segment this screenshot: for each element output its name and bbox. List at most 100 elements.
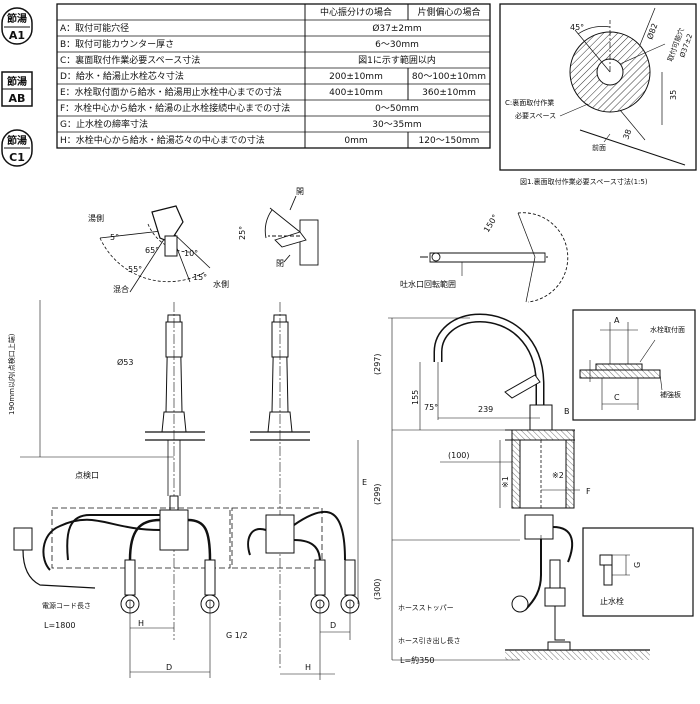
power-cord-length: L=1800	[44, 621, 76, 630]
mounting-surface-label: 水栓取付面	[650, 325, 685, 334]
table-row-center: 200±10mm	[329, 72, 383, 82]
badge-bottom-text: C1	[9, 151, 25, 164]
reinforcement-plate-label: 補強板	[660, 390, 681, 399]
table-row-label: F：水栓中心から給水・給湯の止水栓接続中心までの寸法	[60, 102, 290, 114]
spout-rotation-diagram	[420, 212, 569, 303]
dim-299-label: (299)	[373, 483, 382, 505]
badge-bottom-text: A1	[9, 29, 25, 42]
detail-dim-c: C	[614, 393, 620, 402]
hose-length-label: ホース引き出し長さ	[398, 636, 461, 645]
dim-b-label: B	[564, 407, 570, 416]
mounting-detail-labels: A C 水栓取付面 補強板	[614, 316, 685, 402]
side-dim-e: E	[362, 478, 367, 487]
dim-155-label: 155	[411, 390, 420, 405]
fig1-note-line1: C:裏面取付作業	[505, 98, 554, 107]
inspection-port-label: 点検口	[75, 470, 99, 480]
spout-angle-label: 150°	[482, 213, 500, 234]
dim-f-label: F	[586, 487, 591, 496]
table-row-center: Ø37±2mm	[372, 23, 421, 34]
front-view-faucet	[13, 300, 231, 678]
lever-mix-label: 混合	[113, 284, 129, 294]
power-cord-label: 電源コード長さ	[42, 601, 91, 610]
open-close-labels: 開 閉 25°	[238, 187, 304, 268]
lever-angle-diagram	[99, 205, 211, 293]
badge-top-text: 節湯	[7, 134, 27, 147]
badge-top-text: 節湯	[7, 12, 27, 25]
hose-length-value: L=約350	[400, 655, 434, 665]
stopcock-detail	[582, 527, 694, 617]
table-header-side: 片側偏心の場合	[417, 6, 480, 18]
front-dim-d: D	[166, 663, 172, 672]
spec-table	[56, 3, 491, 149]
lever-angle-labels: 湯側 5° 65° 55° 10° 15° 混合 水側	[88, 213, 229, 294]
stopcock-labels: G 止水栓	[600, 562, 642, 606]
fig1-angle-label: 45°	[570, 23, 584, 32]
lever-angle-5: 5°	[110, 233, 119, 242]
lever-hot-label: 湯側	[88, 213, 104, 223]
section-view-labels: (297) 155 75° 239 B (100) (299) ※1 ※2 F …	[373, 353, 591, 665]
figure-1-mounting-space: 45° Ø82 取付可能穴 Ø37±2 35 38 C:裏面取付作業 必要スペー…	[499, 3, 697, 171]
badge-setsuyu-c1: 節湯 C1	[1, 129, 33, 167]
height-limit-label: 190mm以内(点検口上端)	[7, 333, 16, 415]
open-label: 開	[296, 187, 304, 196]
angle-75-label: 75°	[424, 403, 438, 412]
badge-setsuyu-a1: 節湯 A1	[1, 7, 33, 45]
table-row-center: 6〜30mm	[375, 40, 419, 50]
fig1-dim35-label: 35	[669, 90, 678, 100]
dim-100-label: (100)	[448, 451, 470, 460]
lever-cold-label: 水側	[213, 279, 229, 289]
table-row-center: 0〜50mm	[375, 104, 419, 114]
side-view-labels: E D H	[305, 478, 367, 672]
table-row-center: 30〜35mm	[372, 120, 421, 130]
lever-angle-15: 15°	[193, 273, 207, 282]
fig1-dia82-label: Ø82	[644, 22, 659, 41]
note-2-label: ※2	[552, 471, 564, 480]
lever-angle-10: 10°	[184, 249, 198, 258]
lever-angle-65: 65°	[145, 246, 159, 255]
table-row-side: 360±10mm	[422, 88, 476, 98]
stopcock-label: 止水栓	[600, 596, 624, 606]
badge-top-text: 節湯	[7, 75, 27, 88]
badge-setsuyu-ab: 節湯 AB	[1, 71, 33, 107]
table-row-center: 400±10mm	[329, 88, 383, 98]
detail-dim-a: A	[614, 316, 620, 325]
open-angle-label: 25°	[238, 226, 247, 240]
open-close-diagram	[264, 195, 319, 266]
fig1-caption: 図1.裏面取付作業必要スペース寸法(1:5)	[520, 177, 648, 186]
fig1-note-line2: 必要スペース	[515, 111, 556, 120]
side-dim-h: H	[305, 663, 311, 672]
table-row-label: A：取付可能穴径	[60, 22, 129, 34]
spout-rotation-label: 吐水口回転範囲	[400, 279, 456, 289]
close-label: 閉	[276, 259, 284, 268]
dim-300-label: (300)	[373, 578, 382, 600]
dim-297-label: (297)	[373, 353, 382, 375]
spec-table-text: 中心振分けの場合 片側偏心の場合 A：取付可能穴径 Ø37±2mm B：取付可能…	[60, 6, 486, 146]
side-dim-d: D	[330, 621, 336, 630]
table-row-side: 120〜150mm	[419, 136, 480, 146]
front-view-labels: 190mm以内(点検口上端) Ø53 点検口 電源コード長さ L=1800 H …	[7, 333, 248, 672]
dim-239-label: 239	[478, 405, 493, 414]
section-view-faucet	[388, 313, 650, 661]
table-row-label: G：止水栓の締率寸法	[60, 118, 148, 130]
fig1-dim38-label: 38	[621, 128, 633, 141]
lever-angle-55: 55°	[128, 265, 142, 274]
mounting-detail	[572, 309, 696, 421]
table-header-center: 中心振分けの場合	[320, 6, 392, 18]
front-dim-h: H	[138, 619, 144, 628]
table-row-label: E：水栓取付面から給水・給湯用止水栓中心までの寸法	[60, 86, 282, 98]
hose-stopper-label: ホースストッパー	[398, 604, 454, 612]
table-row-label: D：給水・給湯止水栓芯々寸法	[60, 70, 184, 82]
table-row-label: B：取付可能カウンター厚さ	[60, 38, 174, 50]
stopcock-dim-g: G	[633, 562, 642, 568]
note-1-label: ※1	[501, 476, 510, 488]
thread-size-label: G 1/2	[226, 631, 248, 640]
fig1-front-label: 前面	[592, 143, 606, 152]
badge-bottom-text: AB	[9, 92, 26, 105]
table-row-label: C：裏面取付作業必要スペース寸法	[60, 54, 200, 66]
table-row-center: 0mm	[344, 136, 367, 146]
table-row-label: H：水栓中心から給水・給湯芯々の中心までの寸法	[60, 134, 265, 146]
table-row-center: 図1に示す範囲以内	[358, 54, 436, 66]
diameter-53-label: Ø53	[117, 357, 133, 367]
